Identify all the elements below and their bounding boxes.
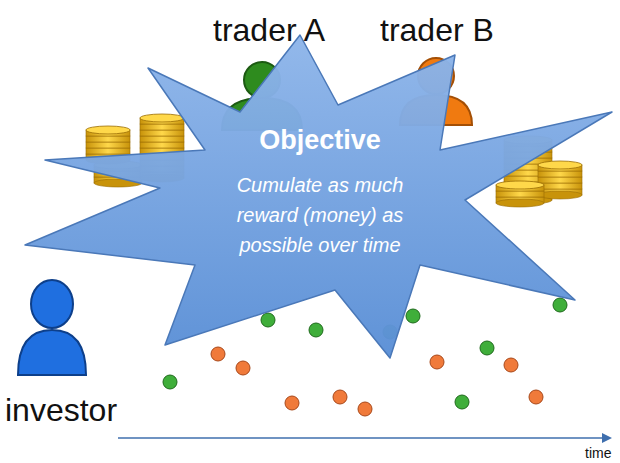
trader-label: trader B <box>380 12 494 49</box>
objective-text: Cumulate as much reward (money) as possi… <box>205 170 435 260</box>
investor-label: investor <box>5 392 117 429</box>
trader-label: trader A <box>213 12 325 49</box>
objective-starburst: ObjectiveCumulate as much reward (money)… <box>20 30 615 365</box>
starburst-shape <box>20 30 615 365</box>
starburst-text: ObjectiveCumulate as much reward (money)… <box>205 125 435 260</box>
time-axis <box>118 433 612 443</box>
axis-label: time <box>585 445 611 461</box>
investor-icon <box>18 280 86 375</box>
objective-title: Objective <box>205 125 435 156</box>
